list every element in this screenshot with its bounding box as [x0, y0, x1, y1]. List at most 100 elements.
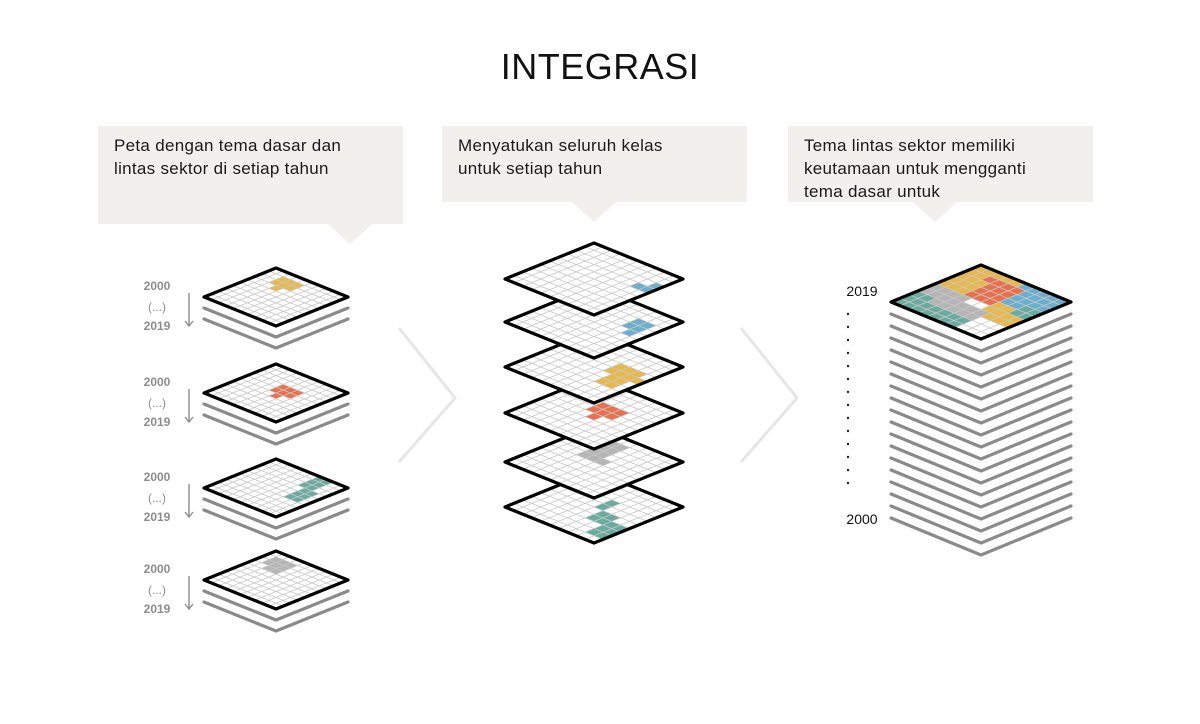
- layer-tile-2: [503, 284, 685, 360]
- grid-line: [268, 484, 341, 515]
- tile-outline: [202, 457, 350, 519]
- year-range-labels: 2000(...)2019: [144, 470, 171, 524]
- map-tile-top: [202, 457, 350, 519]
- map-stack-3: 2000(...)2019: [144, 457, 350, 541]
- grid-line: [549, 303, 639, 341]
- grid-line: [953, 290, 1045, 329]
- grid-line: [899, 297, 991, 336]
- grid-line: [261, 386, 334, 417]
- grid-line: [232, 381, 305, 411]
- grid-line: [584, 275, 675, 312]
- grid-line: [513, 363, 604, 400]
- down-arrow-icon: [184, 484, 194, 519]
- tile-outline: [503, 284, 685, 360]
- year-ellipsis-label: (...): [148, 491, 166, 505]
- grid-line: [225, 570, 298, 601]
- grid-line: [584, 318, 675, 355]
- stack-layer-edge: [889, 372, 1073, 413]
- stack-layer-edge: [202, 413, 350, 446]
- grid-line: [522, 314, 612, 352]
- grid-line: [522, 499, 612, 537]
- grid-line: [540, 492, 630, 529]
- grid-line: [549, 443, 639, 481]
- stack-layer-edge: [889, 444, 1073, 485]
- grid-line: [576, 271, 666, 309]
- tile-cell: [594, 444, 612, 452]
- grid-line: [254, 383, 327, 414]
- callout-text-line: keutamaan untuk mengganti: [804, 159, 1027, 178]
- callout-text-line: Peta dengan tema dasar dan: [114, 136, 342, 155]
- stack-layer-edge: [889, 408, 1073, 449]
- timeline-dot: [846, 429, 850, 433]
- grid-line: [926, 286, 1018, 325]
- grid-line: [261, 573, 334, 604]
- stack-layer-edge: [889, 420, 1073, 461]
- tile-outline: [503, 241, 685, 317]
- grid-line: [540, 352, 630, 389]
- grid-line: [584, 458, 675, 495]
- grid-line: [268, 389, 341, 420]
- grid-line: [218, 386, 291, 417]
- grid-line: [261, 290, 334, 321]
- grid-line: [584, 409, 675, 446]
- grid-line: [540, 447, 630, 484]
- stack-layer-edge: [889, 516, 1073, 557]
- grid-line: [247, 568, 320, 598]
- grid-line: [513, 458, 604, 495]
- stack-layer-edge: [889, 312, 1073, 353]
- timeline-dot: [846, 377, 850, 381]
- year-start-label: 2000: [144, 279, 171, 293]
- tile-outline: [202, 362, 350, 424]
- timeline-dot: [846, 390, 850, 394]
- stack-layer-edge: [889, 360, 1073, 401]
- grid-line: [522, 405, 612, 443]
- grid-line: [576, 405, 666, 443]
- tile-cell: [620, 367, 639, 375]
- stack-layer-edge: [889, 456, 1073, 497]
- tile-cell: [620, 322, 639, 330]
- tile-cell: [276, 390, 291, 396]
- grid-line: [917, 290, 1009, 329]
- grid-line: [558, 447, 648, 484]
- grid-line: [247, 381, 320, 411]
- tile-outline: [503, 469, 685, 545]
- tile-cell: [283, 279, 298, 286]
- chevron-right-icon: [397, 327, 457, 463]
- stack-layer-edge: [202, 497, 350, 530]
- grid-line: [225, 383, 298, 414]
- tile-outline: [503, 424, 685, 500]
- stack-layer-edge: [202, 600, 350, 633]
- year-bottom-label: 2000: [846, 511, 877, 527]
- grid-line: [567, 401, 657, 439]
- stack-layer-edge: [889, 384, 1073, 425]
- grid-line: [531, 310, 621, 348]
- grid-line: [558, 307, 648, 344]
- year-start-label: 2000: [144, 375, 171, 389]
- grid-line: [239, 473, 313, 503]
- timeline-dot: [846, 325, 850, 329]
- year-range-labels: 2000(...)2019: [144, 375, 171, 429]
- tile-cell: [611, 444, 630, 452]
- grid-line: [232, 285, 305, 315]
- timeline-dot: [846, 481, 850, 485]
- stack-layer-edge: [889, 324, 1073, 365]
- tile-cell: [611, 377, 630, 385]
- grid-line: [232, 568, 305, 598]
- stack-layer-edge: [889, 480, 1073, 521]
- grid-line: [935, 283, 1027, 321]
- grid-line: [567, 450, 657, 488]
- stack-layer-edge: [889, 348, 1073, 389]
- grid-line: [908, 294, 1000, 332]
- tile-outline: [202, 266, 350, 328]
- grid-line: [531, 401, 621, 439]
- layer-tile-1: [503, 241, 685, 317]
- grid-line: [211, 484, 284, 515]
- callout-unify-classes: Menyatukan seluruh kelas untuk setiap ta…: [442, 126, 747, 222]
- process-arrows: [397, 327, 799, 463]
- grid-line: [549, 260, 639, 298]
- year-ellipsis-label: (...): [148, 300, 166, 314]
- callout-text-line: lintas sektor di setiap tahun: [114, 159, 329, 178]
- tile-outline: [202, 549, 350, 611]
